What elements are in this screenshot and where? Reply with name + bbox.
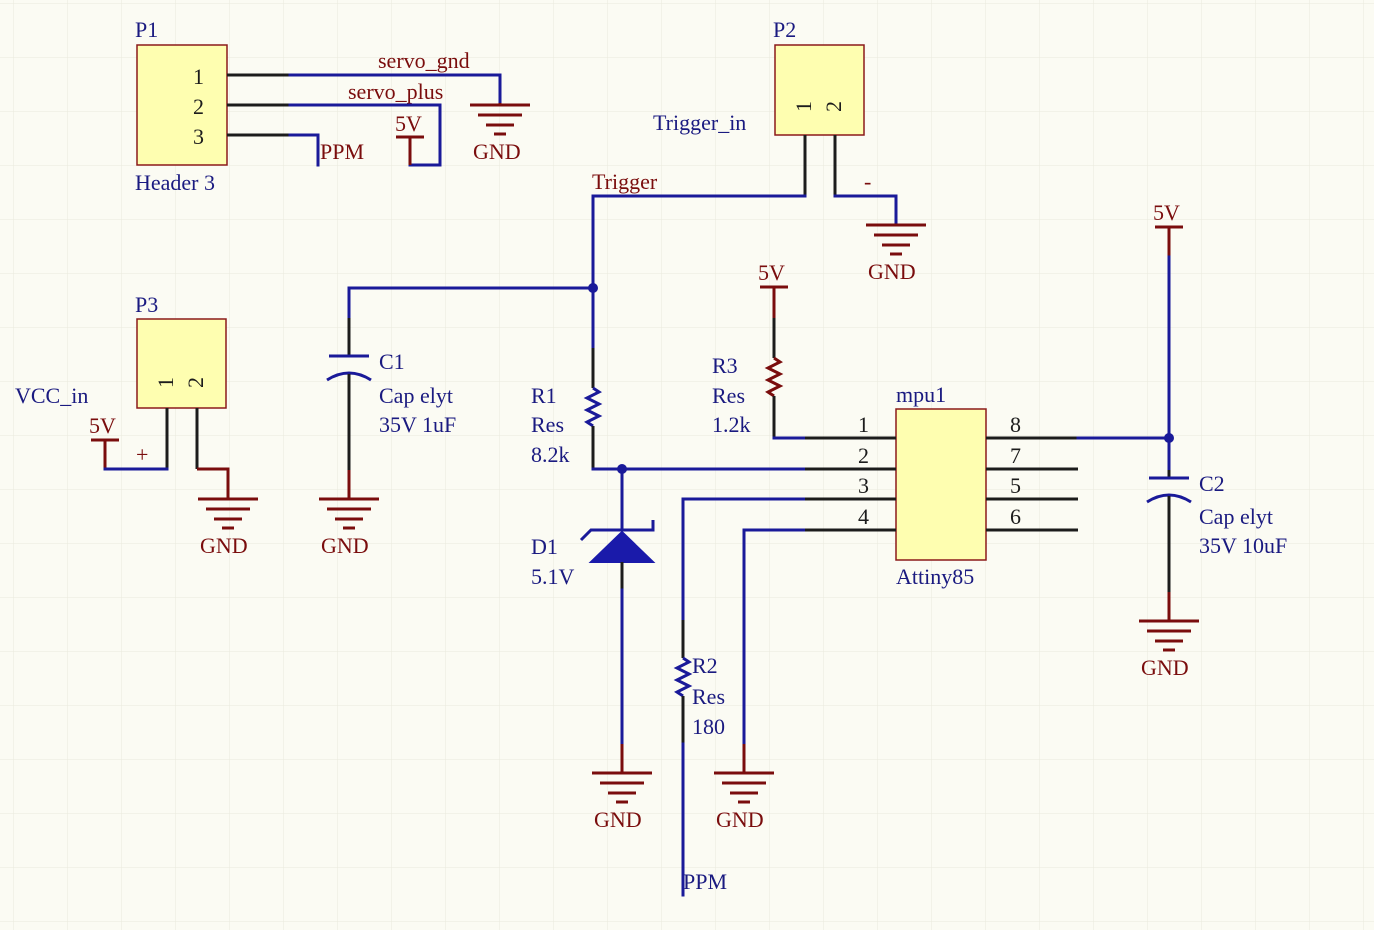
gnd-label: GND xyxy=(321,533,369,558)
net-label-vcc-in: VCC_in xyxy=(15,383,88,408)
gnd-label: GND xyxy=(594,807,642,832)
c1-value: 35V 1uF xyxy=(379,412,456,437)
gnd-port-c1: GND xyxy=(319,470,379,558)
p2-body xyxy=(774,44,865,136)
p3-pin-2: 2 xyxy=(183,377,208,388)
mpu1-body xyxy=(895,408,987,561)
r2-value: 180 xyxy=(692,714,725,739)
power-label-5v: 5V xyxy=(89,413,116,438)
wire-servo-gnd xyxy=(288,73,502,105)
wire-p2-minus xyxy=(833,194,898,227)
p2-pin-1: 1 xyxy=(791,101,816,112)
wire-pin4-gnd xyxy=(742,528,807,746)
component-mpu1[interactable]: mpu1 Attiny85 1 2 3 4 8 7 5 6 xyxy=(805,382,1078,589)
net-label-servo-gnd: servo_gnd xyxy=(378,48,470,73)
p1-comment: Header 3 xyxy=(135,170,215,195)
component-p2[interactable]: P2 1 2 xyxy=(773,17,865,196)
p3-pin-1: 1 xyxy=(153,377,178,388)
mpu1-pin-3: 3 xyxy=(858,473,869,498)
r1-value: 8.2k xyxy=(531,442,570,467)
mpu1-pin-4: 4 xyxy=(858,504,869,529)
net-label-ppm-bottom: PPM xyxy=(683,869,727,894)
component-d1[interactable]: D1 5.1V xyxy=(531,520,656,590)
c2-value: 35V 10uF xyxy=(1199,533,1287,558)
p2-designator: P2 xyxy=(773,17,796,42)
power-label-5v: 5V xyxy=(758,260,785,285)
c1-designator: C1 xyxy=(379,349,405,374)
gnd-label: GND xyxy=(868,259,916,284)
r3-designator: R3 xyxy=(712,353,738,378)
power-port-5v-right: 5V xyxy=(1153,200,1183,257)
junction-vcc xyxy=(1164,433,1174,443)
r2-comment: Res xyxy=(692,684,725,709)
net-label-ppm-top: PPM xyxy=(320,139,364,164)
p1-body xyxy=(136,44,228,166)
net-label-trigger-in: Trigger_in xyxy=(653,110,746,135)
gnd-label: GND xyxy=(473,139,521,164)
gnd-port-p1: GND xyxy=(470,103,530,164)
wire-p3-gnd xyxy=(197,467,230,499)
c2-comment: Cap elyt xyxy=(1199,504,1273,529)
mpu1-pin-7: 7 xyxy=(1010,443,1021,468)
gnd-port-p3: GND xyxy=(198,497,258,558)
gnd-label: GND xyxy=(1141,655,1189,680)
wire-ppm-p1 xyxy=(288,133,320,167)
gnd-label: GND xyxy=(716,807,764,832)
component-c1[interactable]: C1 Cap elyt 35V 1uF xyxy=(326,318,456,470)
mpu1-comment: Attiny85 xyxy=(896,564,974,589)
component-p3[interactable]: P3 1 2 xyxy=(135,292,227,469)
r2-designator: R2 xyxy=(692,653,718,678)
wire-servo-plus xyxy=(288,103,442,167)
c2-designator: C2 xyxy=(1199,471,1225,496)
component-r3[interactable]: R3 Res 1.2k xyxy=(712,318,784,438)
p2-pin-2: 2 xyxy=(821,101,846,112)
p3-designator: P3 xyxy=(135,292,158,317)
power-port-5v-r3: 5V xyxy=(758,260,788,318)
gnd-port-pin4: GND xyxy=(714,744,774,832)
mpu1-designator: mpu1 xyxy=(896,382,946,407)
gnd-label: GND xyxy=(200,533,248,558)
mpu1-pin-8: 8 xyxy=(1010,412,1021,437)
mpu1-pin-5: 5 xyxy=(1010,473,1021,498)
p1-pin-3: 3 xyxy=(193,124,204,149)
wire-pin3-r2 xyxy=(681,497,807,622)
component-r2[interactable]: R2 Res 180 xyxy=(673,620,725,744)
gnd-port-d1: GND xyxy=(592,744,652,832)
p1-pin-1: 1 xyxy=(193,64,204,89)
r1-comment: Res xyxy=(531,412,564,437)
component-c2[interactable]: C2 Cap elyt 35V 10uF xyxy=(1146,470,1287,592)
net-label-plus: + xyxy=(136,442,148,467)
net-label-trigger: Trigger xyxy=(592,169,658,194)
component-p1[interactable]: P1 Header 3 1 2 3 xyxy=(135,17,290,195)
wire-trigger xyxy=(591,194,807,290)
power-label-5v: 5V xyxy=(1153,200,1180,225)
mpu1-pin-1: 1 xyxy=(858,412,869,437)
p1-designator: P1 xyxy=(135,17,158,42)
gnd-port-c2: GND xyxy=(1139,592,1199,680)
wire-c1-top xyxy=(347,286,595,320)
power-port-5v-p3: 5V xyxy=(89,413,119,469)
mpu1-pin-6: 6 xyxy=(1010,504,1021,529)
p3-body xyxy=(136,318,227,409)
gnd-port-p2: GND xyxy=(866,223,926,284)
net-label-servo-plus: servo_plus xyxy=(348,79,443,104)
r3-value: 1.2k xyxy=(712,412,751,437)
c1-comment: Cap elyt xyxy=(379,383,453,408)
power-label-5v: 5V xyxy=(395,111,422,136)
r1-designator: R1 xyxy=(531,383,557,408)
p1-pin-2: 2 xyxy=(193,94,204,119)
d1-designator: D1 xyxy=(531,534,558,559)
r3-comment: Res xyxy=(712,383,745,408)
component-r1[interactable]: R1 Res 8.2k xyxy=(531,348,603,469)
power-port-5v-p1: 5V xyxy=(395,111,424,165)
mpu1-pin-2: 2 xyxy=(858,443,869,468)
net-label-minus: - xyxy=(864,169,871,194)
d1-value: 5.1V xyxy=(531,564,575,589)
